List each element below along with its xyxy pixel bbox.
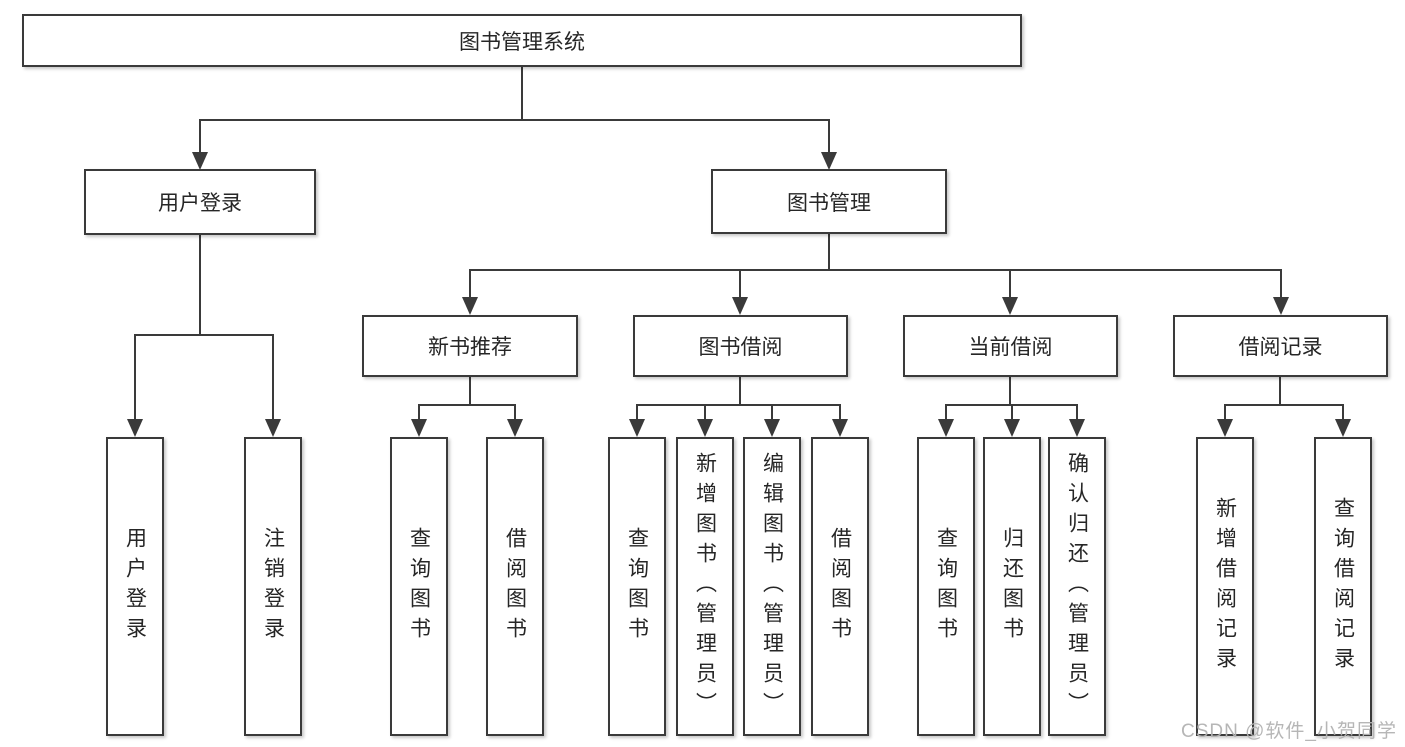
node-label: 确认归还（管理员） bbox=[1065, 451, 1089, 722]
node-leaf-return-books: 归还图书 bbox=[983, 437, 1041, 736]
node-label: 借阅记录 bbox=[1238, 336, 1323, 359]
node-book-borrowing: 图书借阅 bbox=[633, 315, 848, 377]
node-leaf-user-login: 用户登录 bbox=[106, 437, 164, 736]
node-leaf-query-books-recommend: 查询图书 bbox=[390, 437, 448, 736]
node-label: 归还图书 bbox=[1000, 526, 1024, 647]
node-leaf-logout: 注销登录 bbox=[244, 437, 302, 736]
node-label: 用户登录 bbox=[158, 192, 242, 215]
node-new-book-recommendation: 新书推荐 bbox=[362, 315, 578, 377]
node-label: 查询图书 bbox=[625, 526, 649, 647]
node-leaf-query-books-current: 查询图书 bbox=[917, 437, 975, 736]
node-label: 用户登录 bbox=[123, 526, 147, 647]
node-label: 查询图书 bbox=[407, 526, 431, 647]
node-label: 新书推荐 bbox=[428, 336, 512, 359]
node-user-login: 用户登录 bbox=[84, 169, 316, 235]
node-leaf-query-borrow-record: 查询借阅记录 bbox=[1314, 437, 1372, 736]
node-book-management: 图书管理 bbox=[711, 169, 947, 234]
node-library-management-system: 图书管理系统 bbox=[22, 14, 1022, 67]
node-label: 编辑图书（管理员） bbox=[760, 451, 784, 722]
node-label: 查询借阅记录 bbox=[1331, 496, 1355, 677]
node-label: 图书借阅 bbox=[698, 336, 783, 359]
node-label: 查询图书 bbox=[934, 526, 958, 647]
node-label: 借阅图书 bbox=[828, 526, 852, 647]
csdn-watermark: CSDN @软件_小贺同学 bbox=[1181, 721, 1397, 742]
node-label: 图书管理 bbox=[787, 191, 871, 215]
node-label: 图书管理系统 bbox=[459, 30, 585, 54]
node-label: 注销登录 bbox=[261, 526, 285, 647]
node-leaf-edit-book-admin: 编辑图书（管理员） bbox=[743, 437, 801, 736]
node-label: 新增图书（管理员） bbox=[693, 451, 717, 722]
node-leaf-borrow-books-recommend: 借阅图书 bbox=[486, 437, 544, 736]
node-label: 新增借阅记录 bbox=[1213, 496, 1237, 677]
node-leaf-confirm-return-admin: 确认归还（管理员） bbox=[1048, 437, 1106, 736]
arrowhead bbox=[127, 152, 1351, 437]
node-current-borrowing: 当前借阅 bbox=[903, 315, 1118, 377]
node-leaf-add-book-admin: 新增图书（管理员） bbox=[676, 437, 734, 736]
node-leaf-add-borrow-record: 新增借阅记录 bbox=[1196, 437, 1254, 736]
node-leaf-query-books-borrow: 查询图书 bbox=[608, 437, 666, 736]
node-borrowing-records: 借阅记录 bbox=[1173, 315, 1388, 377]
node-leaf-borrow-books: 借阅图书 bbox=[811, 437, 869, 736]
node-label: 借阅图书 bbox=[503, 526, 527, 647]
node-label: 当前借阅 bbox=[968, 336, 1053, 359]
